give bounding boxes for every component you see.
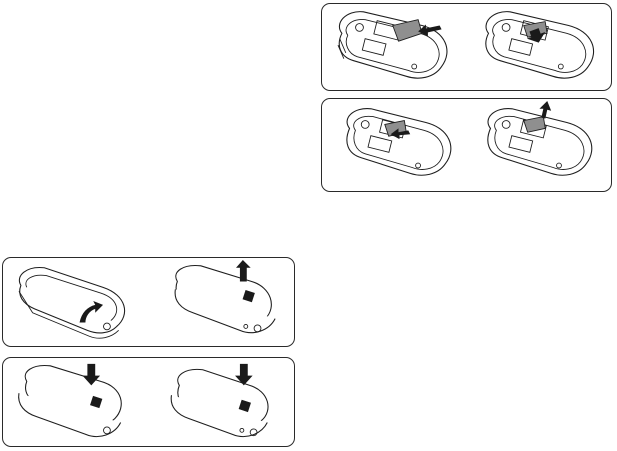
sim-remove-illustration	[322, 99, 611, 191]
sim-insert-illustration	[322, 4, 611, 90]
phone-back-open-3	[347, 109, 451, 176]
sim-insert-panel	[321, 3, 612, 91]
cover-replace-panel	[2, 357, 295, 447]
phone-cover-placing-2	[171, 369, 268, 436]
phone-cover-placing	[19, 366, 122, 437]
sim-remove-panel	[321, 98, 612, 192]
phone-cover-closed	[19, 268, 125, 339]
cover-remove-illustration	[3, 258, 294, 346]
phone-back-open-2	[486, 12, 594, 79]
cover-replace-illustration	[3, 358, 294, 446]
cover-remove-panel	[2, 257, 295, 347]
phone-cover-lifted	[175, 266, 275, 333]
phone-back-open	[338, 12, 447, 79]
